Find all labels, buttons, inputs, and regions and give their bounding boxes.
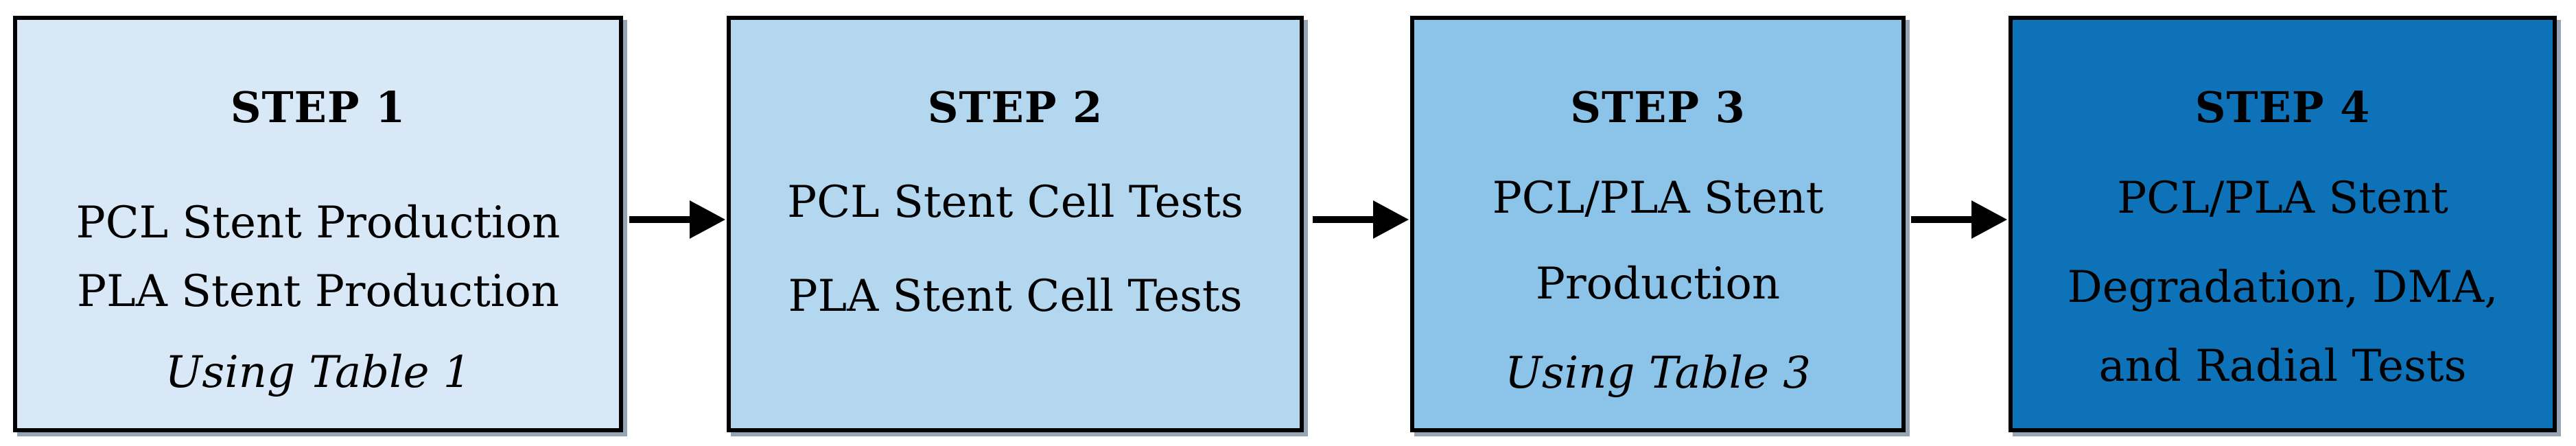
step-3-title: STEP 3 [1570,82,1746,132]
arrow-right-icon [1911,200,2007,239]
step-2-title: STEP 2 [927,82,1103,132]
arrow-right-icon [629,200,725,239]
step-4-title: STEP 4 [2194,82,2371,132]
arrow-head [690,200,725,239]
step-2-line-2: PLA Stent Cell Tests [788,271,1243,322]
arrow-shaft [1911,216,1971,223]
arrow-shaft [629,216,690,223]
arrow-head [1373,200,1409,239]
arrow-shaft [1313,216,1373,223]
step-3-box: STEP 3 PCL/PLA Stent Production Using Ta… [1410,16,1906,432]
step-1-line-3: Using Table 1 [165,347,471,398]
step-3-line-3: Using Table 3 [1504,348,1812,399]
step-2-line-1: PCL Stent Cell Tests [787,177,1243,228]
step-3-line-2: Production [1535,259,1781,309]
step-4-box: STEP 4 PCL/PLA Stent Degradation, DMA, a… [2009,16,2557,432]
step-4-line-2: Degradation, DMA, [2067,262,2498,313]
step-3-line-1: PCL/PLA Stent [1492,173,1824,224]
step-4-line-3: and Radial Tests [2098,341,2467,392]
arrow-right-icon [1313,200,1409,239]
step-1-line-1: PCL Stent Production [75,198,561,248]
arrow-head [1971,200,2007,239]
step-4-line-1: PCL/PLA Stent [2117,173,2448,224]
step-2-box: STEP 2 PCL Stent Cell Tests PLA Stent Ce… [727,16,1304,432]
step-1-line-2: PLA Stent Production [77,266,559,317]
step-1-title: STEP 1 [230,82,406,132]
step-1-box: STEP 1 PCL Stent Production PLA Stent Pr… [13,16,623,432]
